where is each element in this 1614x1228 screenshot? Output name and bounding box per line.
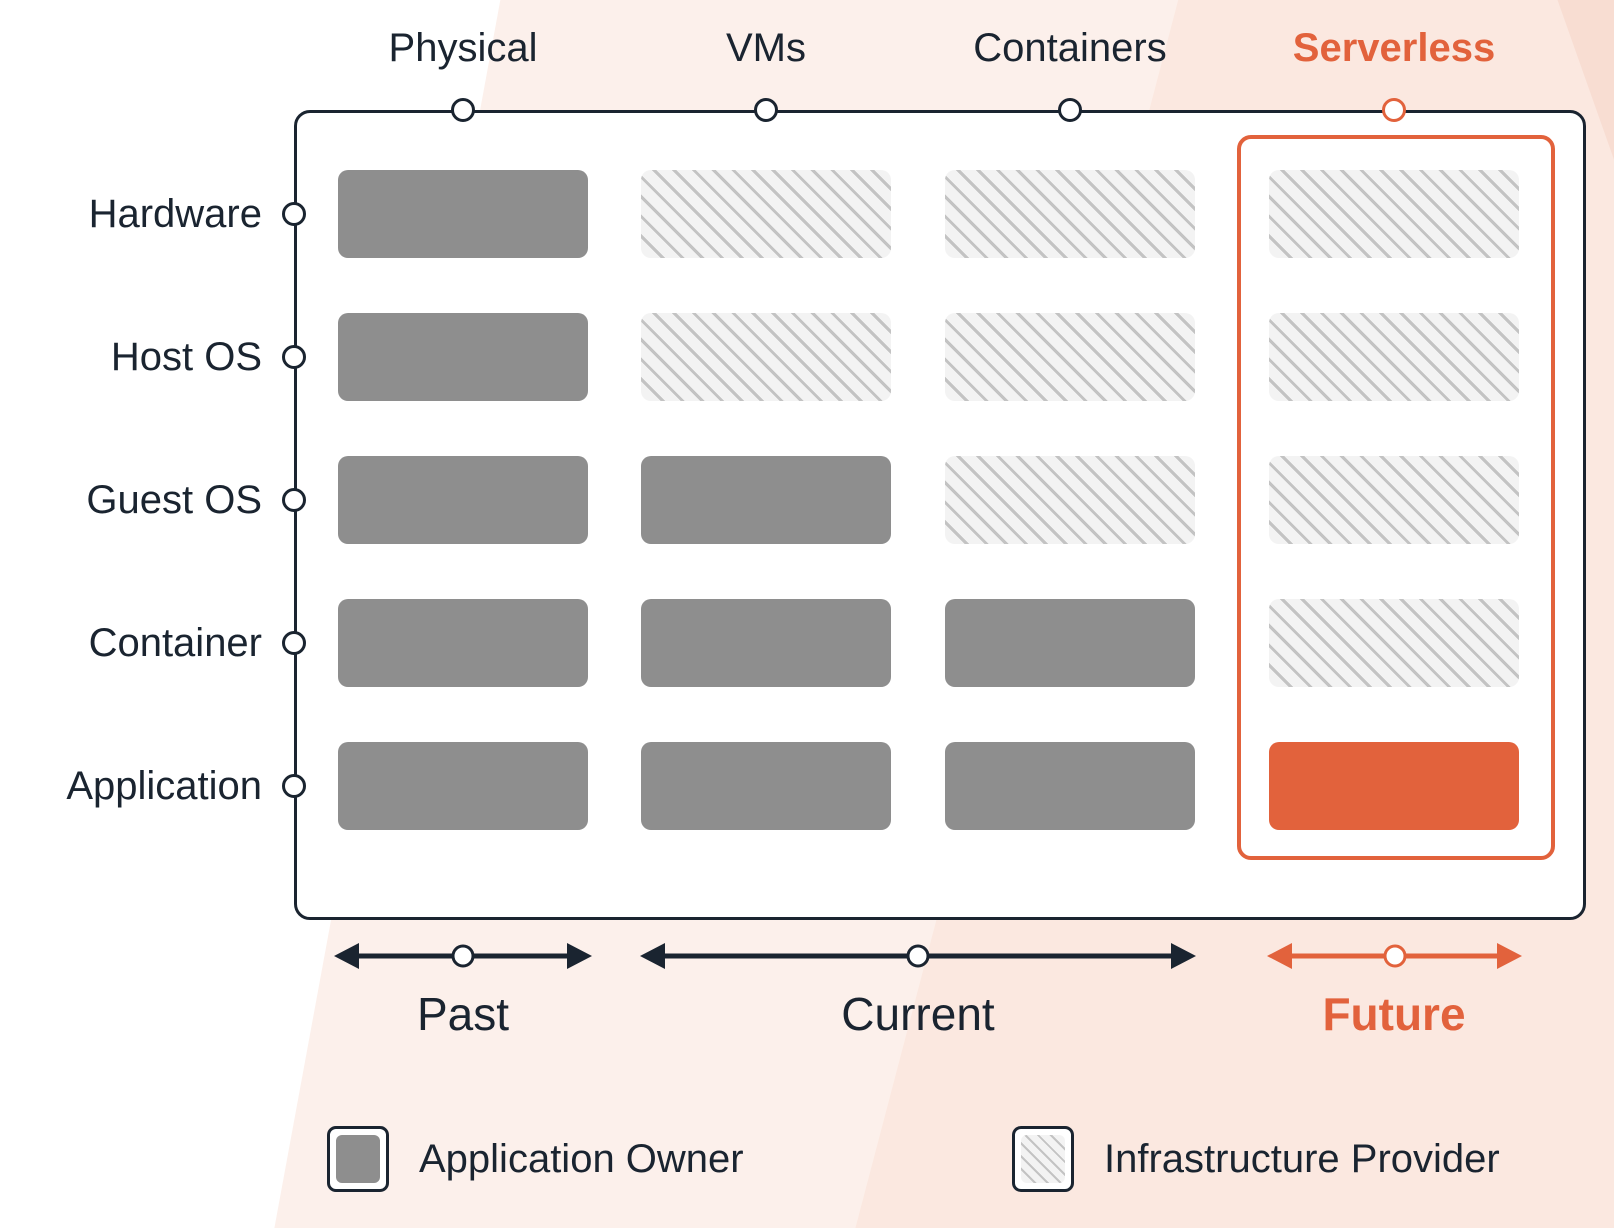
cell-container-serverless-provider (1269, 599, 1519, 687)
arrow-midpoint-node (451, 944, 475, 968)
row-node-hardware (282, 202, 306, 226)
legend-item-infrastructure-provider: Infrastructure Provider (1012, 1126, 1500, 1192)
legend-label-infrastructure-provider: Infrastructure Provider (1104, 1136, 1500, 1181)
column-header-containers: Containers (973, 26, 1167, 70)
cell-guest-os-physical-owner (338, 456, 588, 544)
timeline-arrow-current (640, 940, 1196, 972)
row-node-container (282, 631, 306, 655)
cell-guest-os-serverless-provider (1269, 456, 1519, 544)
legend-item-application-owner: Application Owner (327, 1126, 744, 1192)
column-node-serverless (1382, 98, 1406, 122)
arrow-midpoint-node (906, 944, 930, 968)
legend-swatch-provider (1012, 1126, 1074, 1192)
arrow-midpoint-node (1383, 944, 1406, 968)
row-label-host-os: Host OS (110, 335, 262, 379)
row-node-application (282, 774, 306, 798)
cell-guest-os-containers-provider (945, 456, 1195, 544)
matrix-board (282, 98, 1586, 920)
legend-swatch-fill-provider-icon (1021, 1135, 1065, 1183)
cell-host-os-containers-provider (945, 313, 1195, 401)
serverless-highlight-box (1237, 135, 1555, 860)
timeline-label-current: Current (841, 988, 995, 1040)
legend-label-application-owner: Application Owner (419, 1136, 744, 1181)
row-label-guest-os: Guest OS (86, 478, 262, 522)
cell-hardware-containers-provider (945, 170, 1195, 258)
timeline-label-past: Past (416, 988, 510, 1040)
arrow-head-right-icon (1497, 943, 1522, 969)
cell-container-vms-owner (641, 599, 891, 687)
cell-application-physical-owner (338, 742, 588, 830)
column-header-vms: VMs (726, 26, 806, 70)
timeline-arrow-past (334, 940, 592, 972)
column-header-serverless: Serverless (1292, 26, 1496, 70)
cell-host-os-physical-owner (338, 313, 588, 401)
cell-application-vms-owner (641, 742, 891, 830)
row-label-container: Container (88, 621, 262, 665)
timeline-arrow-future (1267, 940, 1522, 972)
cell-guest-os-vms-owner (641, 456, 891, 544)
cell-application-containers-owner (945, 742, 1195, 830)
column-node-containers (1058, 98, 1082, 122)
cell-container-physical-owner (338, 599, 588, 687)
column-header-physical: Physical (388, 26, 538, 70)
cell-host-os-serverless-provider (1269, 313, 1519, 401)
cell-hardware-serverless-provider (1269, 170, 1519, 258)
row-node-guest-os (282, 488, 306, 512)
timeline-label-future: Future (1322, 988, 1466, 1040)
row-label-application: Application (66, 764, 262, 808)
arrow-head-right-icon (567, 943, 592, 969)
arrow-head-right-icon (1171, 943, 1196, 969)
legend-swatch-fill-owner-icon (336, 1135, 380, 1183)
column-node-vms (754, 98, 778, 122)
cell-host-os-vms-provider (641, 313, 891, 401)
row-label-hardware: Hardware (88, 192, 262, 236)
cell-application-serverless-owner-accent (1269, 742, 1519, 830)
legend-swatch-owner (327, 1126, 389, 1192)
column-node-physical (451, 98, 475, 122)
cell-container-containers-owner (945, 599, 1195, 687)
cell-hardware-vms-provider (641, 170, 891, 258)
cell-hardware-physical-owner (338, 170, 588, 258)
row-node-host-os (282, 345, 306, 369)
